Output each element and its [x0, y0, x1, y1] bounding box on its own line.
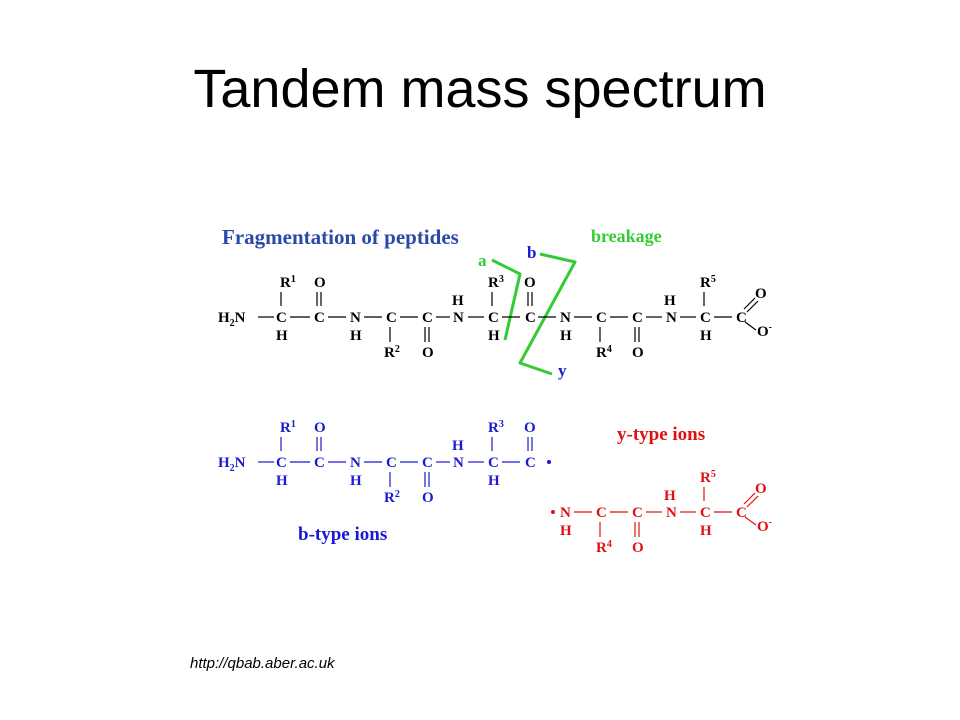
svg-text:H: H: [276, 328, 288, 344]
svg-text:C: C: [488, 310, 499, 326]
b-type-ions-label: b-type ions: [298, 524, 387, 545]
svg-text:O-: O-: [757, 517, 772, 535]
svg-text:R1: R1: [280, 274, 296, 291]
slide-title: Tandem mass spectrum: [193, 59, 767, 119]
svg-text:H: H: [560, 328, 572, 344]
svg-text:C: C: [736, 505, 747, 521]
svg-text:C: C: [314, 455, 325, 471]
y-type-ions-label: y-type ions: [617, 424, 705, 445]
fragmentation-heading: Fragmentation of peptides: [222, 225, 459, 249]
svg-text:O: O: [314, 420, 326, 436]
svg-text:H: H: [452, 293, 464, 309]
svg-text:R3: R3: [488, 419, 504, 436]
svg-text:H: H: [350, 473, 362, 489]
svg-text:N: N: [666, 505, 677, 521]
svg-text:H: H: [276, 473, 288, 489]
svg-text:C: C: [736, 310, 747, 326]
svg-text:C: C: [276, 310, 287, 326]
svg-text:N: N: [560, 310, 571, 326]
svg-text:R1: R1: [280, 419, 296, 436]
svg-text:O-: O-: [757, 322, 772, 340]
svg-text:O: O: [524, 275, 536, 291]
svg-text:N: N: [453, 455, 464, 471]
svg-text:C: C: [632, 310, 643, 326]
svg-text:R2: R2: [384, 489, 400, 506]
svg-text:H: H: [452, 438, 464, 454]
svg-text:H2N: H2N: [218, 310, 246, 329]
svg-text:H: H: [488, 328, 500, 344]
svg-text:H: H: [350, 328, 362, 344]
svg-text:H: H: [700, 523, 712, 539]
svg-text:C: C: [596, 310, 607, 326]
a-ion-label: a: [478, 251, 487, 270]
svg-text:O: O: [524, 420, 536, 436]
svg-text:C: C: [276, 455, 287, 471]
svg-text:N: N: [666, 310, 677, 326]
svg-text:H: H: [560, 523, 572, 539]
svg-text:R5: R5: [700, 274, 716, 291]
svg-text:R5: R5: [700, 469, 716, 486]
breakage-markers: [491, 252, 577, 376]
svg-text:O: O: [422, 490, 434, 506]
svg-text:H: H: [664, 293, 676, 309]
svg-text:C: C: [314, 310, 325, 326]
svg-text:H: H: [664, 488, 676, 504]
svg-text:C: C: [386, 310, 397, 326]
svg-text:O: O: [632, 345, 644, 361]
a-cleavage-marker: [491, 258, 522, 341]
b-ion-label: b: [527, 243, 536, 262]
svg-text:R4: R4: [596, 539, 612, 556]
svg-text:C: C: [422, 455, 433, 471]
svg-text:C: C: [596, 505, 607, 521]
svg-text:C: C: [632, 505, 643, 521]
svg-text:H2N: H2N: [218, 455, 246, 474]
svg-text:C: C: [386, 455, 397, 471]
breakage-label: breakage: [591, 226, 662, 246]
svg-text:N: N: [560, 505, 571, 521]
svg-text:N: N: [453, 310, 464, 326]
svg-text:C: C: [488, 455, 499, 471]
y-ion-label: y: [558, 361, 567, 380]
svg-text:C: C: [525, 455, 536, 471]
svg-text:H: H: [488, 473, 500, 489]
svg-text:R3: R3: [488, 274, 504, 291]
svg-text:O: O: [632, 540, 644, 556]
source-credit: http://qbab.aber.ac.uk: [190, 655, 335, 672]
svg-text:O: O: [755, 481, 767, 497]
svg-text:C: C: [700, 310, 711, 326]
svg-text:C: C: [700, 505, 711, 521]
svg-text:H: H: [700, 328, 712, 344]
svg-text:O: O: [755, 286, 767, 302]
by-cleavage-marker: [518, 252, 577, 376]
svg-text:C: C: [422, 310, 433, 326]
svg-text:R2: R2: [384, 344, 400, 361]
svg-text:O: O: [314, 275, 326, 291]
svg-text:N: N: [350, 310, 361, 326]
svg-text:R4: R4: [596, 344, 612, 361]
svg-text:C: C: [525, 310, 536, 326]
svg-text:O: O: [422, 345, 434, 361]
svg-text:N: N: [350, 455, 361, 471]
